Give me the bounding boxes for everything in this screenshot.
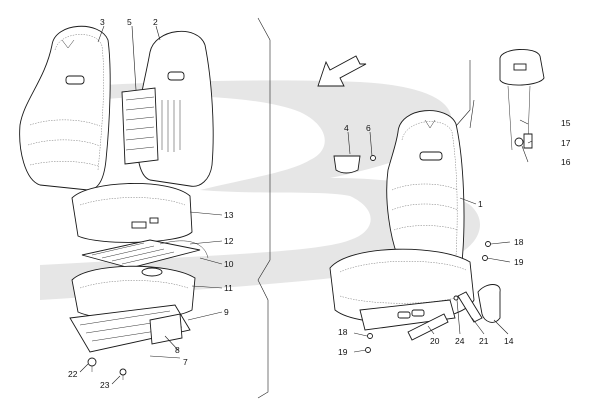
clip-24 [453,295,459,301]
washer-19-left [365,347,371,353]
callout-19-left: 19 [338,347,348,357]
panel-divider [257,17,271,399]
seat-assembly [329,110,475,331]
bolt-18-left [367,333,373,339]
trim-cover-14 [477,284,501,323]
retainer-clip [514,137,524,147]
seat-cushion [71,183,193,243]
badge-screw [370,155,376,161]
callout-2: 2 [153,17,158,27]
heating-mat [81,239,209,269]
callout-21: 21 [479,336,489,346]
callout-23: 23 [100,380,110,390]
callout-12: 12 [224,236,234,246]
callout-13: 13 [224,210,234,220]
callout-11: 11 [224,283,233,293]
watermark-band [35,80,480,300]
side-panel [149,313,183,345]
logo-badge [333,155,361,174]
callout-8: 8 [175,345,180,355]
leader-lines-left [79,25,223,385]
clip-fastener [87,357,97,372]
trim-strip-21 [457,291,483,323]
spring-clip [523,133,533,149]
callout-1: 1 [478,199,483,209]
callout-3: 3 [100,17,105,27]
backrest-pad [121,87,159,165]
callout-19-right: 19 [514,257,524,267]
trim-rail-20 [407,313,449,341]
leader-lines-right [347,60,533,353]
callout-24: 24 [455,336,465,346]
callout-9: 9 [224,307,229,317]
seat-frame [69,304,191,353]
callout-5: 5 [127,17,132,27]
bolt-18-right [485,241,491,247]
backrest-cover [19,25,111,191]
callout-20: 20 [430,336,440,346]
callout-4: 4 [344,123,349,133]
headrest-cover [499,49,545,151]
callout-18-left: 18 [338,327,348,337]
callout-18-right: 18 [514,237,524,247]
screw-fastener [119,368,127,380]
callout-7: 7 [183,357,188,367]
callout-16: 16 [561,157,571,167]
callout-14: 14 [504,336,514,346]
arrow-icon [317,55,367,87]
washer-19-right [482,255,488,261]
callout-22: 22 [68,369,78,379]
callout-10: 10 [224,259,234,269]
callout-15: 15 [561,118,571,128]
callout-17: 17 [561,138,571,148]
callout-6: 6 [366,123,371,133]
